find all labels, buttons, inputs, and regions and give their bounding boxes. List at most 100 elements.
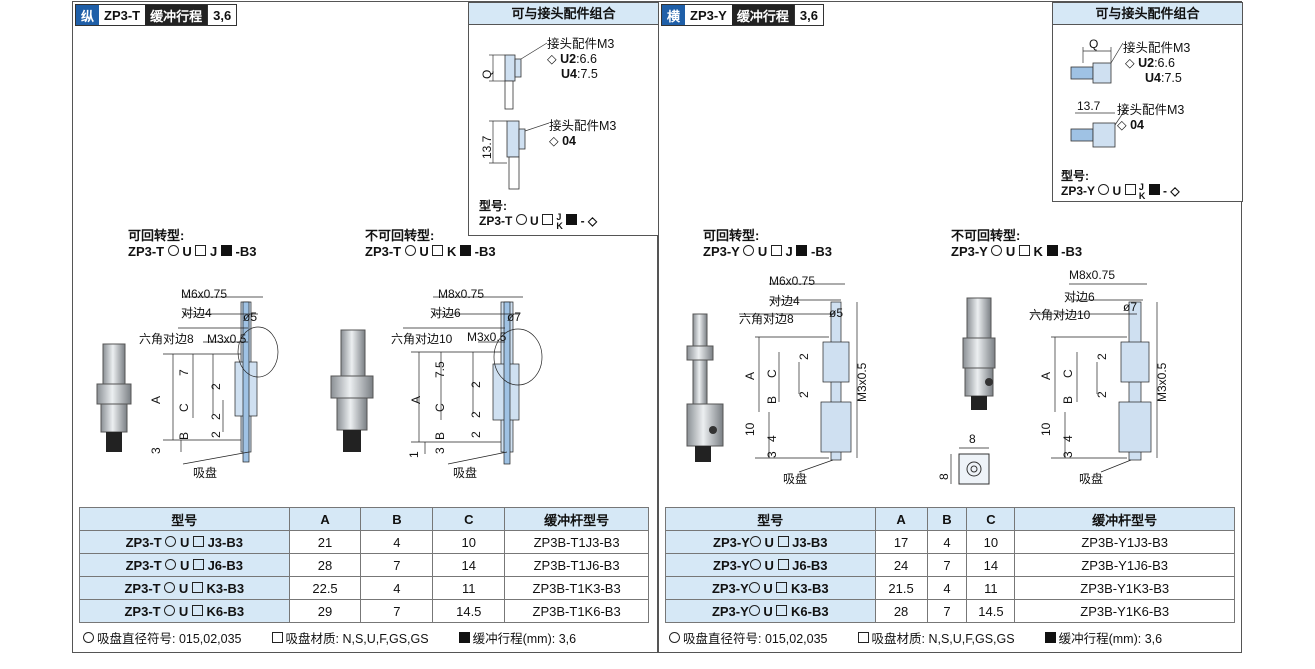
dim-2b-2: 2 xyxy=(1095,391,1109,398)
dim-1: 1 xyxy=(407,451,421,458)
model-cell: ZP3-T U K6-B3 xyxy=(79,599,290,623)
dim-C: C xyxy=(177,403,191,412)
legend: 吸盘直径符号: 015,02,035 吸盘材质: N,S,U,F,GS,GS 缓… xyxy=(83,628,576,647)
dim-3: 3 xyxy=(765,451,779,458)
model-cell: ZP3-Y U J6-B3 xyxy=(665,553,876,577)
u2-line: ◇ U2:6.6 xyxy=(1125,56,1175,70)
col-a: A xyxy=(288,507,362,531)
dim-C-2: C xyxy=(1061,369,1075,378)
dim-3: 3 xyxy=(149,447,163,454)
non-rotating-title: 不可回转型:ZP3-T U K -B3 xyxy=(365,228,496,259)
col-b: B xyxy=(926,507,968,531)
legend-black: 缓冲行程(mm): 3,6 xyxy=(1044,628,1162,647)
c-cell: 10 xyxy=(432,530,506,554)
stroke-value: 3,6 xyxy=(207,5,237,25)
a-cell: 28 xyxy=(288,553,362,577)
pad-label: 吸盘 xyxy=(193,466,218,480)
fitting-m3-label-2: 接头配件M3 xyxy=(1117,103,1185,117)
dim-C-2: C xyxy=(433,403,447,412)
combo-model-label: 型号: xyxy=(1061,169,1089,183)
across-flats-6-label: 对边6 xyxy=(430,306,461,320)
stroke-label: 缓冲行程 xyxy=(731,5,794,25)
dim-4-2: 4 xyxy=(1061,435,1075,442)
col-c: C xyxy=(432,507,506,531)
dim-2b: 2 xyxy=(209,413,223,420)
fitting-04-line: ◇ 04 xyxy=(549,134,576,148)
fitting-combination-box: 可与接头配件组合 Q 接头配件M3 ◇ U2:6.6 U4:7.5 13.7 xyxy=(1052,2,1243,202)
col-rod: 缓冲杆型号 xyxy=(1014,507,1235,531)
dim-4: 4 xyxy=(765,435,779,442)
across-flats-4-label: 对边4 xyxy=(769,294,800,308)
dim-7-5: 7.5 xyxy=(433,361,447,378)
stroke-label: 缓冲行程 xyxy=(145,5,208,25)
d137-dim: 13.7 xyxy=(1077,99,1101,113)
series-code: ZP3-Y xyxy=(685,5,732,25)
m3-label-2: M3x0.5 xyxy=(467,330,507,344)
b-cell: 4 xyxy=(360,530,434,554)
stroke-value: 3,6 xyxy=(793,5,823,25)
dim-B: B xyxy=(765,395,779,404)
thread-m8-label: M8x0.75 xyxy=(438,287,485,301)
dim-C: C xyxy=(765,369,779,378)
fitting-m3-label-2: 接头配件M3 xyxy=(549,119,617,133)
dim-B: B xyxy=(177,431,191,440)
rotating-title: 可回转型:ZP3-Y U J -B3 xyxy=(703,228,832,259)
combo-title: 可与接头配件组合 xyxy=(469,3,658,25)
dim-2b-2: 2 xyxy=(469,411,483,418)
rod-cell: ZP3B-T1J6-B3 xyxy=(504,553,649,577)
dim-3-2: 3 xyxy=(1061,451,1075,458)
panel-vertical: 纵 ZP3-T 缓冲行程 3,6 可与接头配件组合 xyxy=(72,1,659,653)
u2-line: ◇ U2:6.6 xyxy=(547,52,597,66)
drawing-horizontal xyxy=(686,283,1158,485)
a-cell: 17 xyxy=(874,530,928,554)
rotating-title: 可回转型:ZP3-T U J -B3 xyxy=(128,228,257,259)
b-cell: 7 xyxy=(360,553,434,577)
dim-7: 7 xyxy=(177,369,191,376)
m3-label: M3x0.5 xyxy=(855,362,869,402)
u4-line: U4:7.5 xyxy=(561,67,598,81)
dim-A: A xyxy=(743,371,757,380)
pad-label-2: 吸盘 xyxy=(453,466,478,480)
b-cell: 7 xyxy=(926,599,968,623)
dia-7-label: ø7 xyxy=(507,310,522,324)
thread-m8-label: M8x0.75 xyxy=(1069,268,1116,282)
dim-2a-2: 2 xyxy=(469,381,483,388)
u4-line: U4:7.5 xyxy=(1145,71,1182,85)
model-cell: ZP3-Y U K6-B3 xyxy=(665,599,876,623)
fitting-drawing xyxy=(1070,42,1128,148)
q-dim: Q xyxy=(1089,37,1099,51)
drawing-rotating-nonrotating xyxy=(96,296,543,465)
combo-model-label: 型号: xyxy=(479,199,507,213)
m3-label-2: M3x0.5 xyxy=(1155,362,1169,402)
model-cell: ZP3-T U K3-B3 xyxy=(79,576,290,600)
legend-square: 吸盘材质: N,S,U,F,GS,GS xyxy=(271,628,429,647)
c-cell: 10 xyxy=(966,530,1016,554)
col-rod: 缓冲杆型号 xyxy=(504,507,649,531)
legend-square: 吸盘材质: N,S,U,F,GS,GS xyxy=(857,628,1015,647)
dim-2c: 2 xyxy=(209,431,223,438)
a-cell: 28 xyxy=(874,599,928,623)
dim-2a: 2 xyxy=(797,353,811,360)
m3-label: M3x0.5 xyxy=(207,332,247,346)
direction-badge: 纵 xyxy=(76,5,100,25)
rod-cell: ZP3B-T1K6-B3 xyxy=(504,599,649,623)
fitting-combination-box: 可与接头配件组合 Q 13.7 接头配件M3 ◇ U2 xyxy=(468,2,659,236)
dim-2a: 2 xyxy=(209,383,223,390)
fitting-drawing xyxy=(489,42,550,190)
dim-2c-2: 2 xyxy=(469,431,483,438)
a-cell: 29 xyxy=(288,599,362,623)
across-flats-6-label: 对边6 xyxy=(1064,290,1095,304)
pad-label: 吸盘 xyxy=(783,472,808,486)
c-cell: 14.5 xyxy=(432,599,506,623)
b-cell: 7 xyxy=(926,553,968,577)
c-cell: 11 xyxy=(966,576,1016,600)
model-cell: ZP3-Y U J3-B3 xyxy=(665,530,876,554)
